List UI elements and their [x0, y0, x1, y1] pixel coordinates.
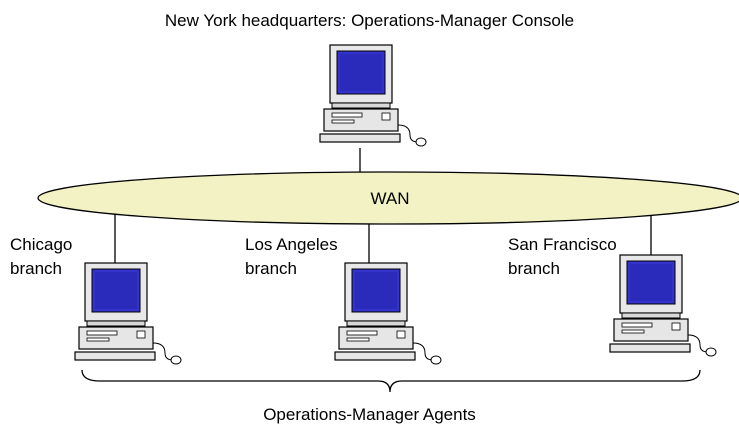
sf-agent-computer-icon — [609, 254, 717, 357]
wan-label: WAN — [370, 189, 410, 208]
branch-label-chicago: Chicago branch — [10, 235, 73, 278]
la-agent-computer-icon — [334, 262, 442, 365]
hq-console-computer-icon — [319, 44, 427, 147]
diagram-title: New York headquarters: Operations-Manage… — [164, 11, 575, 30]
chicago-agent-computer-icon — [74, 262, 182, 365]
branch-label-los-angeles: Los Angeles branch — [245, 235, 338, 278]
wan-ellipse — [37, 171, 739, 225]
branch-label-san-francisco: San Francisco branch — [508, 235, 617, 278]
agents-brace — [81, 369, 701, 393]
agents-group-label: Operations-Manager Agents — [263, 405, 476, 424]
